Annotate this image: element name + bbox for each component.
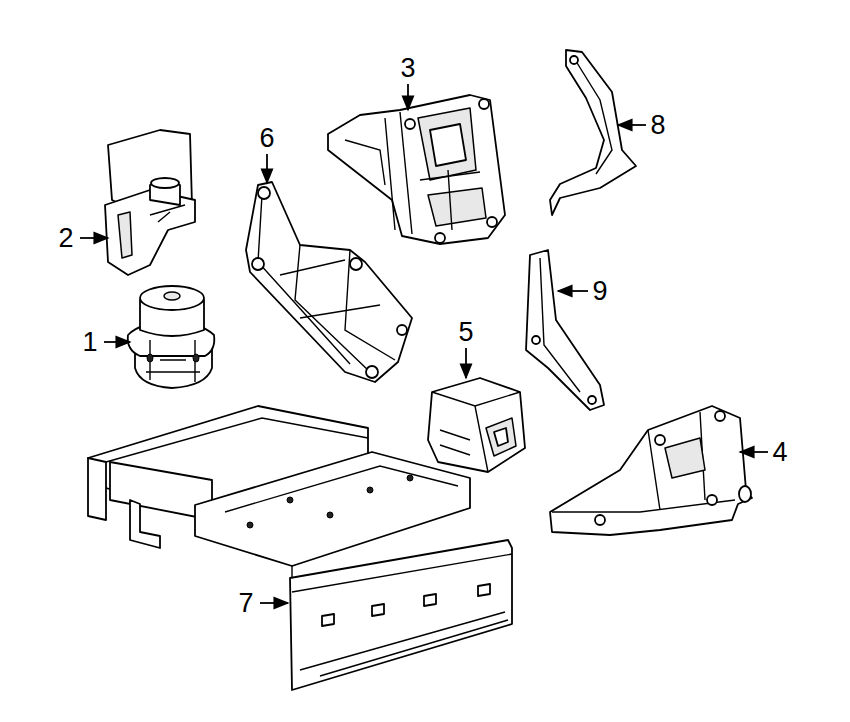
callout-number: 5 (458, 319, 473, 346)
transmission-bracket (550, 406, 752, 535)
callout-number: 1 (82, 329, 97, 356)
callout-number: 3 (400, 55, 415, 82)
leader-arrows (80, 84, 768, 603)
callout-number: 8 (650, 112, 665, 139)
callout-number: 6 (259, 125, 274, 152)
callout-number: 4 (772, 439, 787, 466)
callout-number: 9 (592, 278, 607, 305)
engine-bracket (328, 95, 505, 244)
transmission-mount (428, 378, 525, 472)
bracket-arm (550, 50, 636, 215)
bracket-arm (526, 250, 604, 410)
engine-mount (128, 286, 215, 388)
callout-number: 2 (58, 225, 73, 252)
callout-number: 7 (238, 590, 253, 617)
mount-bracket (105, 130, 195, 275)
support-bracket (246, 182, 412, 382)
